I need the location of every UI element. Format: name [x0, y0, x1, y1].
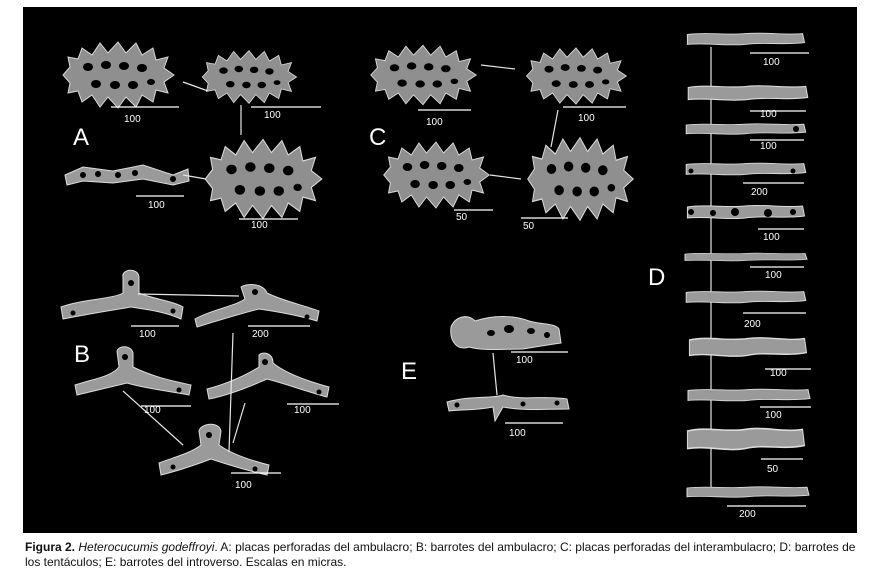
scale-label: 100 — [139, 329, 156, 340]
scale-label: 100 — [251, 220, 268, 231]
caption-text: . A: placas perforadas del ambulacro; B:… — [25, 540, 856, 569]
panel-c: 100 100 50 50 C — [369, 44, 634, 232]
scale-label: 100 — [760, 141, 777, 152]
scale-label: 100 — [264, 110, 281, 121]
scale-label: 50 — [523, 221, 535, 232]
panel-letter-c: C — [369, 124, 386, 151]
caption-species: Heterocucumis godeffroyi — [78, 540, 215, 554]
caption-label: Figura 2. — [25, 540, 76, 554]
panel-letter-b: B — [74, 341, 90, 368]
scale-label: 100 — [509, 428, 526, 439]
figure-caption: Figura 2. Heterocucumis godeffroyi. A: p… — [25, 540, 865, 570]
scale-label: 100 — [124, 114, 141, 125]
scale-label: 50 — [767, 464, 779, 475]
scale-label: 200 — [751, 187, 768, 198]
ossicle-micrographs: 100 100 100 100 A 100 100 50 50 C 100 20… — [60, 32, 811, 520]
scale-label: 50 — [456, 212, 468, 223]
scale-label: 100 — [770, 368, 787, 379]
panel-b: 100 200 100 100 100 B — [60, 269, 339, 491]
scale-label: 100 — [765, 410, 782, 421]
panel-d: 100 100 100 200 100 100 200 100 100 50 2… — [648, 32, 811, 520]
figure-panel: 100 100 100 100 A 100 100 50 50 C 100 20… — [23, 7, 857, 533]
scale-label: 100 — [763, 232, 780, 243]
panel-e: 100 100 E — [401, 316, 570, 439]
scale-label: 100 — [294, 405, 311, 416]
scale-label: 100 — [763, 57, 780, 68]
scale-label: 100 — [144, 405, 161, 416]
scale-label: 100 — [235, 480, 252, 491]
scale-label: 200 — [744, 319, 761, 330]
panel-letter-d: D — [648, 264, 665, 291]
panel-letter-a: A — [73, 124, 89, 151]
scale-label: 100 — [148, 200, 165, 211]
panel-a: 100 100 100 100 A — [62, 41, 323, 231]
scale-label: 100 — [426, 117, 443, 128]
scale-label: 100 — [578, 113, 595, 124]
scale-label: 200 — [739, 509, 756, 520]
panel-letter-e: E — [401, 358, 417, 385]
scale-label: 100 — [765, 270, 782, 281]
scale-label: 100 — [516, 355, 533, 366]
scale-label: 100 — [760, 109, 777, 120]
scale-label: 200 — [252, 329, 269, 340]
